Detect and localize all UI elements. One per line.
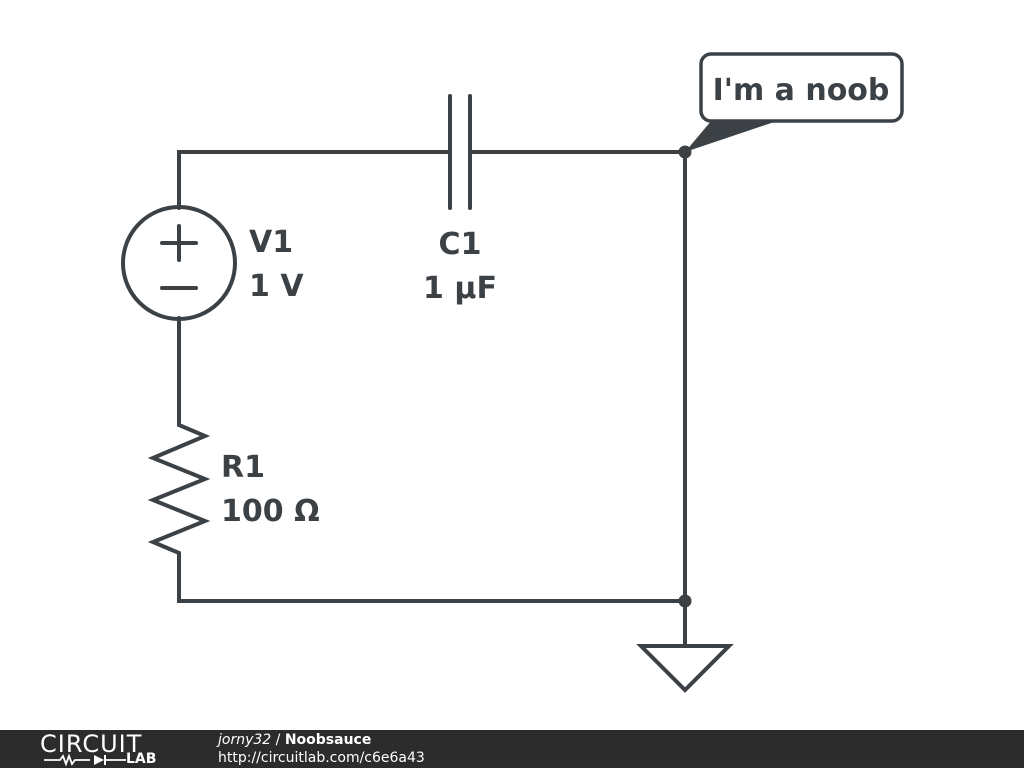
callout-bubble[interactable]: I'm a noob: [685, 52, 904, 152]
wires: [177, 150, 687, 647]
callout-text: I'm a noob: [713, 73, 890, 108]
wire-bottom: [177, 551, 687, 603]
circuit-title[interactable]: Noobsauce: [284, 732, 372, 748]
c1-name-label: C1: [439, 227, 482, 262]
v1-name-label: V1: [249, 225, 293, 260]
callout-pointer: [685, 120, 780, 152]
v1-value-label: 1 V: [249, 269, 304, 304]
voltage-source-body: [121, 205, 237, 321]
r1-value-label: 100 Ω: [221, 494, 320, 529]
logo-text-lab: LAB: [126, 751, 157, 767]
title-separator: /: [271, 732, 285, 748]
circuitlab-logo[interactable]: CIRCUIT LAB: [40, 732, 180, 768]
circuit-schematic: V1 1 V C1 1 µF R1 100 Ω I'm a noob: [121, 52, 904, 693]
r1-name-label: R1: [221, 450, 265, 485]
resistor-r1[interactable]: [147, 423, 211, 555]
ground-symbol[interactable]: [636, 644, 734, 693]
logo-resistor-diode-icon: [44, 753, 126, 767]
circuit-title-line: jorny32 / Noobsauce: [218, 731, 425, 749]
circuit-meta: jorny32 / Noobsauce http://circuitlab.co…: [218, 731, 425, 767]
resistor-zigzag: [147, 423, 211, 555]
wire-top-left: [177, 150, 452, 210]
c1-value-label: 1 µF: [423, 271, 497, 306]
author-link[interactable]: jorny32: [218, 732, 272, 748]
logo-text-circuit: CIRCUIT: [40, 730, 143, 758]
circuit-url[interactable]: http://circuitlab.com/c6e6a43: [218, 750, 425, 766]
capacitor-c1[interactable]: [448, 94, 472, 210]
voltage-source-v1[interactable]: [121, 205, 237, 321]
footer-bar: CIRCUIT LAB jorny32 / Noobsauce http://c…: [0, 730, 1024, 768]
junction-dot-bottom: [678, 594, 692, 608]
callout-box: [699, 52, 904, 123]
